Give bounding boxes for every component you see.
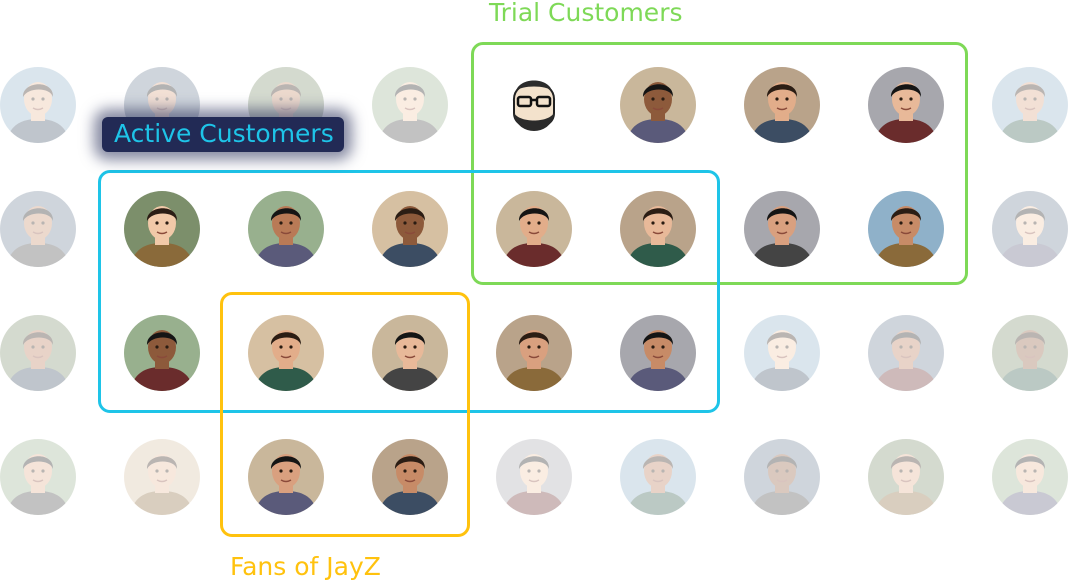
fans-of-jayz-box xyxy=(220,292,470,537)
customer-avatar-faded xyxy=(992,67,1068,143)
customer-avatar xyxy=(496,315,572,391)
customer-avatar xyxy=(248,191,324,267)
customer-avatar-faded xyxy=(124,439,200,515)
customer-avatar xyxy=(620,191,696,267)
customer-avatar xyxy=(372,439,448,515)
customer-avatar-faded xyxy=(992,315,1068,391)
customer-avatar-faded xyxy=(0,439,76,515)
customer-avatar xyxy=(124,191,200,267)
customer-avatar xyxy=(496,67,572,143)
customer-avatar-faded xyxy=(0,67,76,143)
customer-avatar xyxy=(248,315,324,391)
fans-of-jayz-label: Fans of JayZ xyxy=(230,552,381,581)
customer-avatar-faded xyxy=(372,67,448,143)
customer-avatar-faded xyxy=(992,439,1068,515)
customer-avatar xyxy=(620,67,696,143)
customer-avatar-faded xyxy=(496,439,572,515)
customer-avatar xyxy=(744,67,820,143)
active-customers-box xyxy=(98,170,720,413)
customer-avatar-faded xyxy=(0,191,76,267)
trial-customers-label: Trial Customers xyxy=(489,0,683,27)
customer-avatar xyxy=(372,315,448,391)
customer-avatar xyxy=(868,191,944,267)
customer-avatar-faded xyxy=(868,439,944,515)
customer-avatar xyxy=(744,191,820,267)
customer-avatar-faded xyxy=(620,439,696,515)
customer-avatar-faded xyxy=(744,439,820,515)
customer-avatar xyxy=(248,439,324,515)
customer-avatar xyxy=(496,191,572,267)
customer-avatar-faded xyxy=(992,191,1068,267)
customer-avatar-faded xyxy=(0,315,76,391)
customer-avatar xyxy=(868,67,944,143)
active-customers-label: Active Customers xyxy=(102,117,344,152)
customer-avatar xyxy=(372,191,448,267)
customer-avatar xyxy=(124,315,200,391)
customer-avatar-faded xyxy=(744,315,820,391)
customer-avatar-faded xyxy=(868,315,944,391)
customer-avatar xyxy=(620,315,696,391)
